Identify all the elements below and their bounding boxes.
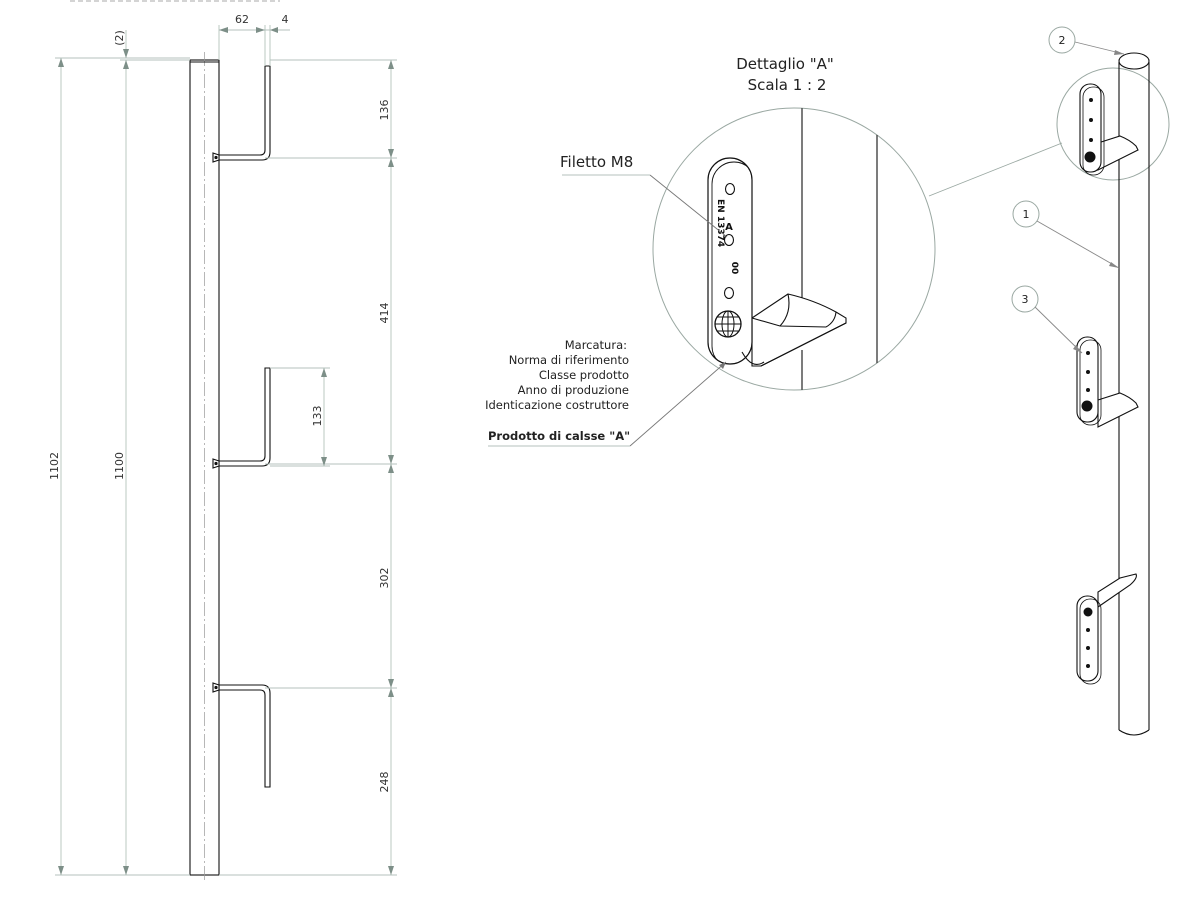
balloon-3: 3: [1011, 285, 1083, 354]
hook-middle: [212, 367, 271, 469]
marking-line-3: Anno di produzione: [518, 383, 629, 397]
balloon-3-label: 3: [1022, 293, 1029, 306]
iso-detail-circle: [1056, 67, 1170, 181]
dim-hook-height: 133: [311, 406, 324, 427]
dim-2: (2): [113, 30, 129, 58]
detail-scale: Scala 1 : 2: [748, 76, 827, 94]
dim-1100: 1100: [113, 59, 190, 875]
balloon-1-label: 1: [1023, 208, 1030, 221]
balloon-2: 2: [1048, 26, 1125, 55]
detail-a: Dettaglio "A" Scala 1 : 2 EN 13374 A: [485, 55, 1063, 447]
iso-bracket-bottom: [1076, 573, 1137, 685]
marking-line-2: Classe prodotto: [539, 368, 629, 382]
iso-view: 2 1 3: [1011, 26, 1170, 736]
dim-chain-right: 136 414 302 248: [219, 59, 397, 876]
dim-1102: 1102: [48, 57, 190, 876]
globe-icon: [714, 310, 742, 338]
dim-gap-lower: 302: [378, 568, 391, 589]
detail-plate: [707, 157, 753, 365]
hook-top: [212, 65, 271, 163]
plate-norm-text: EN 13374: [715, 199, 725, 247]
dim-total-height: 1102: [48, 452, 61, 480]
marking-line-4: Identicazione costruttore: [485, 398, 629, 412]
marking-line-1: Norma di riferimento: [509, 353, 629, 367]
iso-bracket-top: [1079, 83, 1139, 176]
detail-hole-2: [723, 233, 735, 247]
thread-leader: [649, 174, 728, 238]
detail-title: Dettaglio "A": [736, 55, 834, 73]
balloon-1: 1: [1012, 200, 1120, 269]
dim-gap-upper: 414: [378, 303, 391, 324]
product-class-label: Prodotto di calsse "A": [488, 429, 630, 443]
dim-cap-offset: (2): [113, 30, 126, 46]
detail-hole-1: [724, 182, 736, 196]
dim-gap-top: 136: [378, 100, 391, 121]
detail-hole-3: [723, 286, 735, 300]
hook-bottom: [212, 682, 271, 788]
marking-heading: Marcatura:: [565, 338, 627, 352]
thread-label: Filetto M8: [560, 153, 633, 171]
dim-tube-height: 1100: [113, 452, 126, 480]
plate-class-text: A: [725, 222, 733, 233]
dim-hook-projection: 62: [235, 13, 249, 26]
iso-bracket-middle: [1076, 336, 1139, 428]
balloon-2-label: 2: [1059, 34, 1066, 47]
plate-year-text: 00: [729, 262, 739, 275]
front-view: 1102 1100 (2) 62 4: [48, 13, 397, 883]
marking-leader: [629, 361, 727, 447]
dim-62-4: 62 4: [218, 13, 290, 66]
tube-cap: [1118, 52, 1150, 70]
dim-plate-thickness: 4: [282, 13, 289, 26]
dim-gap-bottom: 248: [378, 772, 391, 793]
detail-link-line: [928, 142, 1063, 197]
detail-content: EN 13374 A 00: [707, 108, 878, 390]
dim-133: 133: [270, 367, 330, 467]
